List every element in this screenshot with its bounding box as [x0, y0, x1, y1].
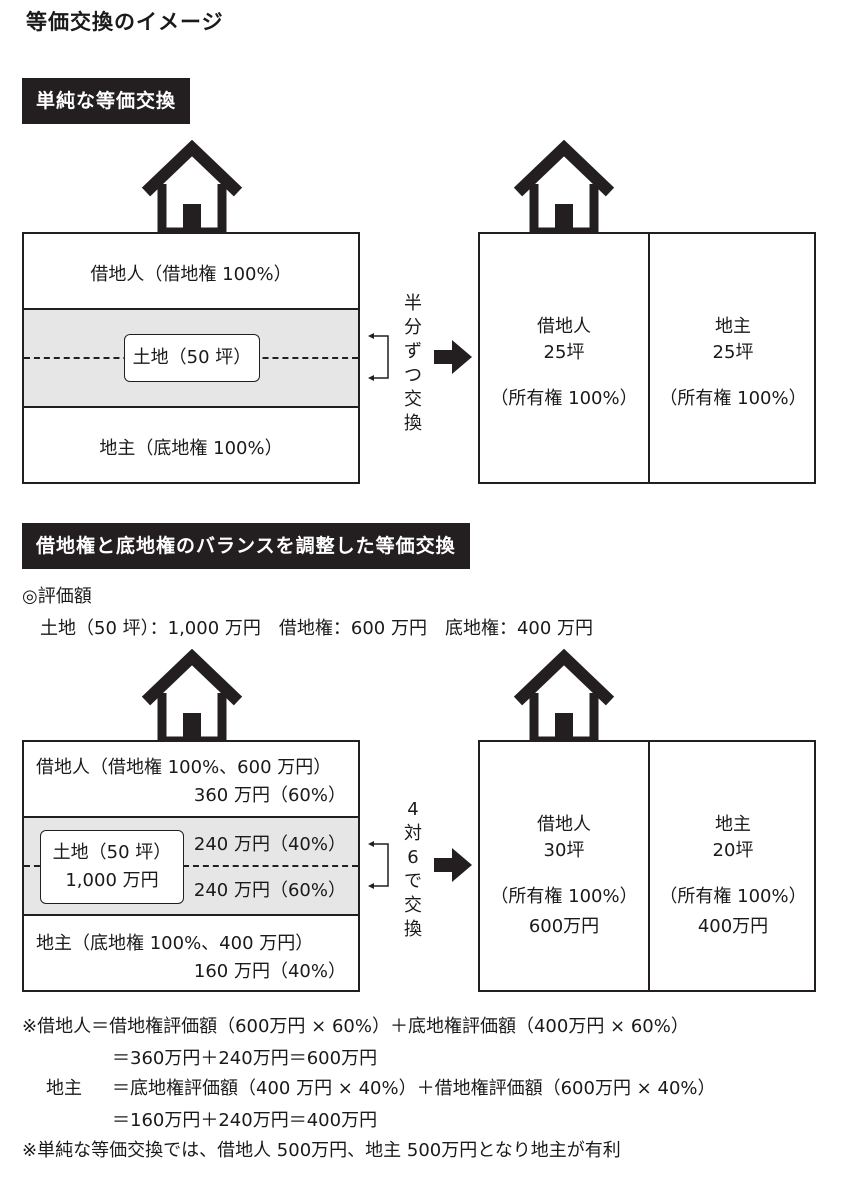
transfer-upper: 240 万円（40%） [193, 834, 346, 855]
land-band: 土地（50 坪） [24, 308, 358, 408]
tenant-parcel: 借地人 25坪 （所有権 100%） [490, 316, 638, 409]
land-box-before: 借地人（借地権 100%、600 万円） 360 万円（60%） 土地（50 坪… [22, 740, 360, 992]
exchange-ratio-text: 4 対 6 で 交 換 [404, 799, 422, 940]
land-box-after: 借地人 30坪 （所有権 100%） 600万円 地主 20坪 （所有権 100… [478, 740, 816, 992]
land-box-before: 借地人（借地権 100%） 土地（50 坪） 地主（底地権 100%） [22, 232, 360, 484]
land-box-after: 借地人 25坪 （所有権 100%） 地主 25坪 （所有権 100%） [478, 232, 816, 484]
landowner-share: 160 万円（40%） [193, 961, 346, 982]
landowner-label: 地主（底地権 100%） [99, 438, 283, 459]
valuation-heading: ◎評価額 [22, 586, 92, 607]
land-label: 土地（50 坪） 1,000 万円 [40, 830, 184, 904]
tenant-label: 借地人（借地権 100%） [90, 264, 292, 285]
dashed-divider [24, 865, 358, 867]
note-simple-exchange: ※単純な等価交換では、借地人 500万円、地主 500万円となり地主が有利 [22, 1140, 621, 1161]
arrow-right-icon [434, 340, 472, 374]
land-band: 土地（50 坪） 1,000 万円 240 万円（40%） 240 万円（60%… [24, 816, 358, 916]
section2-label: 借地権と底地権のバランスを調整した等価交換 [22, 523, 470, 569]
transfer-lower: 240 万円（60%） [193, 880, 346, 901]
house-icon [141, 649, 243, 743]
note-tenant-result: ＝360万円＋240万円＝600万円 [112, 1048, 378, 1069]
house-icon [513, 140, 615, 234]
exchange-ratio-text: 半 分 ず つ 交 換 [404, 293, 422, 434]
section1-label: 単純な等価交換 [22, 78, 191, 124]
house-icon [513, 649, 615, 743]
valuation-line: 土地（50 坪）：1,000 万円 借地権：600 万円 底地権：400 万円 [40, 618, 594, 639]
bracket-icon [368, 333, 389, 381]
tenant-label: 借地人（借地権 100%、600 万円） [36, 757, 332, 778]
note-landowner-calc: ＝底地権評価額（400 万円 × 40%）＋借地権評価額（600万円 × 40%… [112, 1078, 716, 1099]
landowner-parcel: 地主 20坪 （所有権 100%） 400万円 [659, 814, 807, 937]
landowner-label: 地主（底地権 100%、400 万円） [36, 933, 314, 954]
page-title: 等価交換のイメージ [26, 10, 224, 34]
bracket-icon [368, 841, 389, 889]
landowner-parcel: 地主 25坪 （所有権 100%） [659, 316, 807, 409]
note-tenant-calc: ※借地人＝借地権評価額（600万円 × 60%）＋底地権評価額（400万円 × … [22, 1016, 689, 1037]
note-landowner-label: 地主 [46, 1078, 82, 1099]
arrow-right-icon [434, 848, 472, 882]
tenant-parcel: 借地人 30坪 （所有権 100%） 600万円 [490, 814, 638, 937]
tenant-share: 360 万円（60%） [193, 785, 346, 806]
land-label: 土地（50 坪） [124, 334, 260, 382]
house-icon [141, 140, 243, 234]
note-landowner-result: ＝160万円＋240万円＝400万円 [112, 1110, 378, 1131]
